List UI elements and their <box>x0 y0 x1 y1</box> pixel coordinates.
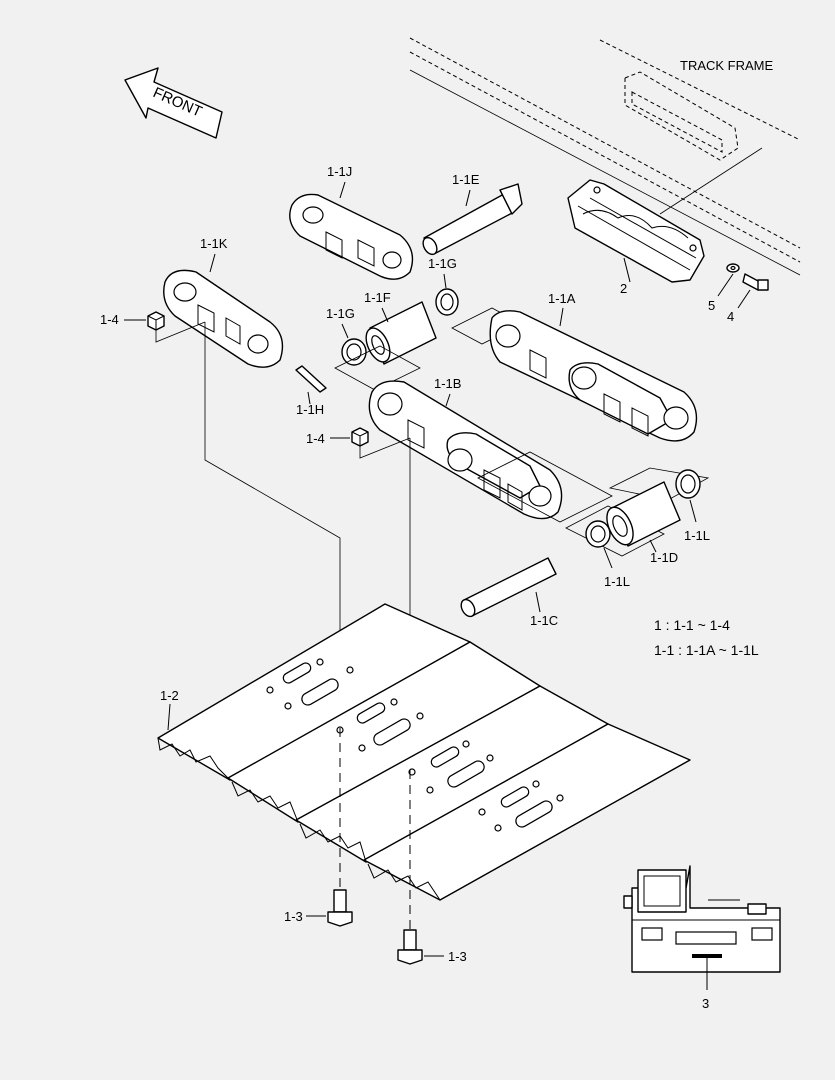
clip-1-1h <box>295 365 327 393</box>
link-1-1a <box>489 310 698 442</box>
link-1-1j <box>289 193 414 280</box>
callout-1-1c: 1-1C <box>530 613 558 628</box>
track-shoes-1-2 <box>157 603 691 901</box>
bolt-1-3-right <box>397 929 423 965</box>
callout-1-1f: 1-1F <box>364 290 391 305</box>
bushing-1-1d <box>606 481 681 547</box>
nut-1-4-top <box>147 311 165 331</box>
callout-1-1a: 1-1A <box>548 291 576 306</box>
callout-3: 3 <box>702 996 709 1011</box>
callout-1-1h: 1-1H <box>296 402 324 417</box>
nut-1-4-mid <box>351 427 369 447</box>
seal-1-1l-left <box>585 520 611 548</box>
callout-1-1d: 1-1D <box>650 550 678 565</box>
plate-3 <box>623 865 781 973</box>
callout-1-4-mid: 1-4 <box>306 431 325 446</box>
track-frame <box>409 37 801 276</box>
pin-1-1c <box>460 557 557 618</box>
callout-1-4-top: 1-4 <box>100 312 119 327</box>
callout-1-3-right: 1-3 <box>448 949 467 964</box>
legend-line-2: 1-1 : 1-1A ~ 1-1L <box>654 642 759 658</box>
seal-1-1g-top <box>435 288 459 316</box>
callout-1-3-left: 1-3 <box>284 909 303 924</box>
callout-1-1k: 1-1K <box>200 236 228 251</box>
callout-1-1e: 1-1E <box>452 172 480 187</box>
pin-1-1e <box>422 183 523 256</box>
seal-1-1l-right <box>675 469 701 499</box>
front-arrow-icon <box>124 67 223 139</box>
seal-1-1g-left <box>341 338 367 366</box>
callout-1-1g-left: 1-1G <box>326 306 355 321</box>
link-1-1k <box>163 269 284 368</box>
link-1-1b <box>368 380 563 520</box>
callout-1-1b: 1-1B <box>434 376 461 391</box>
callout-4: 4 <box>727 309 734 324</box>
callout-2: 2 <box>620 281 627 296</box>
callout-1-1l-right: 1-1L <box>684 528 710 543</box>
bolt-1-3-left <box>327 889 353 927</box>
track-guard <box>567 179 705 283</box>
callout-1-1l-left: 1-1L <box>604 574 630 589</box>
callout-5: 5 <box>708 298 715 313</box>
track-frame-label: TRACK FRAME <box>680 58 774 73</box>
callout-1-2: 1-2 <box>160 688 179 703</box>
callout-1-1j: 1-1J <box>327 164 352 179</box>
washer-5 <box>726 263 740 273</box>
callout-1-1g-top: 1-1G <box>428 256 457 271</box>
bushing-1-1f <box>365 301 437 365</box>
legend-line-1: 1 : 1-1 ~ 1-4 <box>654 617 730 633</box>
bolt-4 <box>742 273 769 291</box>
